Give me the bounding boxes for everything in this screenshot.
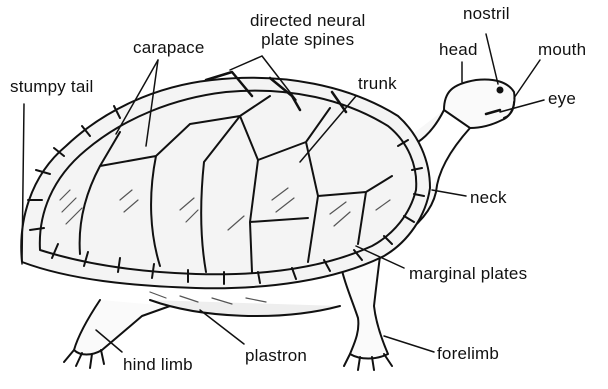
- label-marginal-plates: marginal plates: [409, 264, 527, 283]
- hind-limb-shape: [74, 300, 170, 355]
- leader-neck: [432, 190, 466, 196]
- head-shape: [444, 80, 515, 129]
- head-nostril-shape: [498, 88, 503, 93]
- carapace-outline: [21, 78, 430, 288]
- leader-directed-left: [230, 56, 262, 70]
- label-directed-neural-plate-spines: directed neural plate spines: [250, 11, 365, 49]
- leader-mouth: [514, 60, 540, 98]
- label-mouth: mouth: [538, 40, 586, 59]
- label-hind-limb: hind limb: [123, 355, 193, 374]
- label-plastron: plastron: [245, 346, 307, 365]
- label-forelimb: forelimb: [437, 344, 499, 363]
- label-stumpy-tail: stumpy tail: [10, 77, 93, 96]
- plastron-shape: [150, 300, 340, 316]
- label-trunk: trunk: [358, 74, 397, 93]
- label-directed-line1: directed neural: [250, 11, 365, 30]
- label-neck: neck: [470, 188, 507, 207]
- label-carapace: carapace: [133, 38, 205, 57]
- leader-nostril: [486, 34, 498, 84]
- leader-forelimb: [384, 336, 434, 352]
- label-head: head: [439, 40, 478, 59]
- label-nostril: nostril: [463, 4, 510, 23]
- label-directed-line2: plate spines: [250, 30, 365, 49]
- label-eye: eye: [548, 89, 576, 108]
